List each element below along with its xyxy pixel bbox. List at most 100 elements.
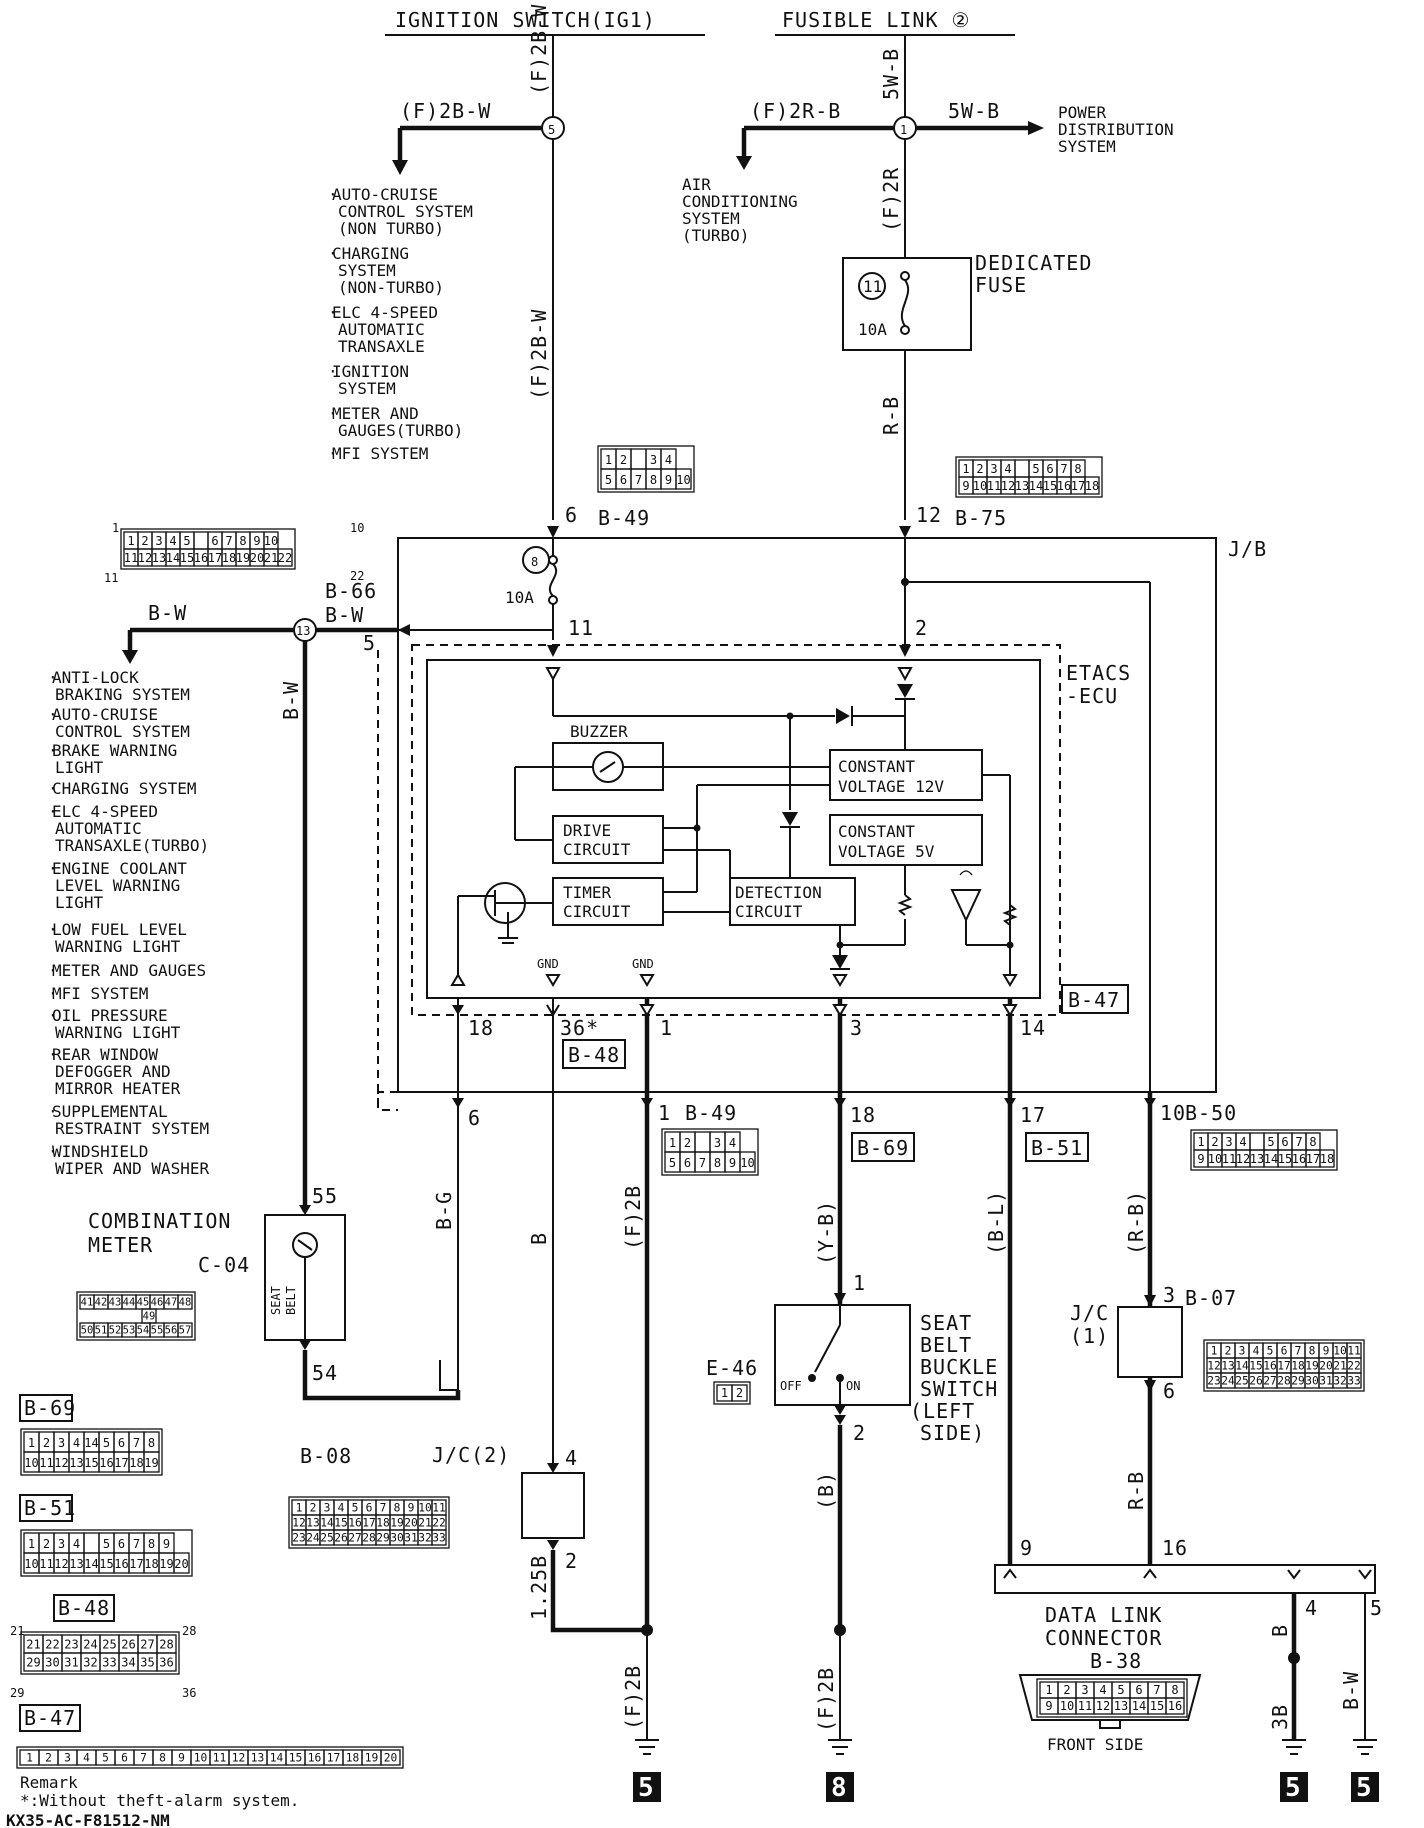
connector-pin-label: 9 <box>178 1751 185 1764</box>
connector-cell <box>1249 1132 1265 1151</box>
connector-pin-label: 8 <box>1309 1135 1316 1149</box>
connector-pin-label: 28 <box>159 1638 173 1652</box>
connector-pin-label: 12 <box>1096 1699 1110 1713</box>
connector-pin-label: 4 <box>1239 1135 1246 1149</box>
etacs-inner <box>426 659 1041 999</box>
connector-pin-label: 16 <box>1168 1699 1182 1713</box>
connector-cell <box>156 1652 177 1672</box>
connector-pin-label: 18 <box>376 1516 390 1529</box>
connector-pin-label: 32 <box>1333 1374 1347 1387</box>
svg-text:ANTI-LOCK: ANTI-LOCK <box>52 668 139 687</box>
connector-pin-label: 44 <box>123 1297 136 1309</box>
connector-cell <box>193 531 209 550</box>
svg-text:18: 18 <box>468 1016 494 1040</box>
connector-pin-label: 19 <box>390 1516 404 1529</box>
connector-pin-label: 12 <box>54 1456 68 1470</box>
connector-pin-label: 6 <box>211 534 218 548</box>
svg-text:(LEFT: (LEFT <box>910 1399 975 1423</box>
svg-text:·: · <box>48 1045 58 1064</box>
connector-pin-label: 9 <box>1323 1344 1330 1357</box>
svg-text:OFF: OFF <box>780 1379 802 1393</box>
connector-pin-label: 5 <box>352 1501 359 1514</box>
connector-pin-label: 6 <box>118 1436 125 1450</box>
connector-pin-label: 53 <box>123 1325 136 1337</box>
connector-pin-label: 33 <box>432 1531 446 1544</box>
connector-cell <box>277 548 293 567</box>
svg-text:·: · <box>328 303 338 322</box>
connector-pin-label: 14 <box>1029 479 1043 493</box>
connector-pin-label: 1 <box>962 462 969 476</box>
wire-125b: 1.25B <box>527 1555 551 1620</box>
svg-text:AUTOMATIC: AUTOMATIC <box>338 320 425 339</box>
connector-pin-label: 8 <box>1074 462 1081 476</box>
connector-pin-label: 16 <box>99 1456 113 1470</box>
ground-symbol-3 <box>1282 1739 1306 1755</box>
connector-pin-label: 6 <box>684 1156 691 1170</box>
connector-pin-label: 12 <box>54 1557 68 1571</box>
svg-text:21: 21 <box>10 1624 24 1638</box>
svg-text:WIPER AND WASHER: WIPER AND WASHER <box>55 1159 209 1178</box>
connector-cell <box>83 1532 100 1554</box>
connector-pin-label: 18 <box>1085 479 1099 493</box>
connector-pin-label: 16 <box>348 1516 362 1529</box>
wire-f2b-bottom2: (F)2B <box>814 1667 838 1732</box>
svg-text:·: · <box>48 741 58 760</box>
connector-pin-label: 5 <box>183 534 190 548</box>
connector-pin-label: 10 <box>1333 1344 1347 1357</box>
connector-pin-label: 52 <box>109 1325 122 1337</box>
warning-light-icon <box>950 889 982 923</box>
svg-text:METER: METER <box>88 1233 153 1257</box>
remark-note: *:Without theft-alarm system. <box>20 1791 299 1810</box>
connector-b75-label: B-75 <box>955 506 1007 530</box>
connector-pin-label: 10 <box>24 1557 38 1571</box>
connector-pin-label: 56 <box>165 1325 178 1337</box>
svg-text:B-W: B-W <box>325 603 364 627</box>
svg-text:B-38: B-38 <box>1090 1649 1142 1673</box>
remark-title: Remark <box>20 1773 78 1792</box>
wire-ig-vert: (F)2B-W <box>527 4 551 95</box>
svg-text:ELC 4-SPEED: ELC 4-SPEED <box>52 802 158 821</box>
wire-fl-top: 5W-B <box>879 48 903 100</box>
junction-block <box>397 537 1217 1093</box>
timer-circuit <box>552 877 664 926</box>
connector-pin-label: 1 <box>669 1136 676 1150</box>
svg-text:28: 28 <box>182 1624 196 1638</box>
connector-pin-label: 41 <box>81 1297 94 1309</box>
svg-text:LOW FUEL LEVEL: LOW FUEL LEVEL <box>52 920 187 939</box>
svg-text:OIL PRESSURE: OIL PRESSURE <box>52 1006 168 1025</box>
svg-text:·: · <box>328 404 338 423</box>
svg-text:AUTOMATIC: AUTOMATIC <box>55 819 142 838</box>
svg-text:·: · <box>48 705 58 724</box>
connector-pin-label: 3 <box>64 1751 71 1764</box>
svg-text:CONTROL SYSTEM: CONTROL SYSTEM <box>338 202 473 221</box>
svg-text:5: 5 <box>1285 1773 1301 1803</box>
resistor-icon-2 <box>1002 904 1018 926</box>
connector-pin-label: 9 <box>1045 1699 1052 1713</box>
connector-pin-label: 14 <box>1132 1699 1146 1713</box>
connector-pin-label: 6 <box>1135 1683 1142 1697</box>
connector-pin-label: 9 <box>408 1501 415 1514</box>
connector-pin-label: 10 <box>1208 1152 1222 1166</box>
connector-pin-label: 45 <box>137 1297 150 1309</box>
connector-cell <box>731 1384 748 1402</box>
connector-pin-label: 9 <box>962 479 969 493</box>
wire-rb: R-B <box>1124 1471 1148 1510</box>
connector-pin-label: 12 <box>292 1516 306 1529</box>
wire-3b: 3B <box>1268 1704 1292 1730</box>
connector-pin-label: 15 <box>1150 1699 1164 1713</box>
connector-pin-label: 5 <box>103 1436 110 1450</box>
svg-text:GAUGES(TURBO): GAUGES(TURBO) <box>338 421 463 440</box>
svg-text:36*: 36* <box>560 1016 599 1040</box>
svg-text:CONDITIONING: CONDITIONING <box>682 192 798 211</box>
svg-text:(NON TURBO): (NON TURBO) <box>338 219 444 238</box>
connector-cell <box>630 448 647 470</box>
connector-pin-label: 13 <box>1250 1152 1264 1166</box>
legend-b47-tag <box>19 1704 81 1732</box>
svg-text:WARNING LIGHT: WARNING LIGHT <box>55 1023 181 1042</box>
connector-pin-label: 50 <box>81 1325 94 1337</box>
wire-fuse-down: R-B <box>879 396 903 435</box>
svg-text:CHARGING SYSTEM: CHARGING SYSTEM <box>52 779 197 798</box>
switch-contact-icon <box>814 1324 841 1373</box>
connector-b07-label: B-07 <box>1185 1286 1237 1310</box>
svg-text:6: 6 <box>1163 1379 1176 1403</box>
